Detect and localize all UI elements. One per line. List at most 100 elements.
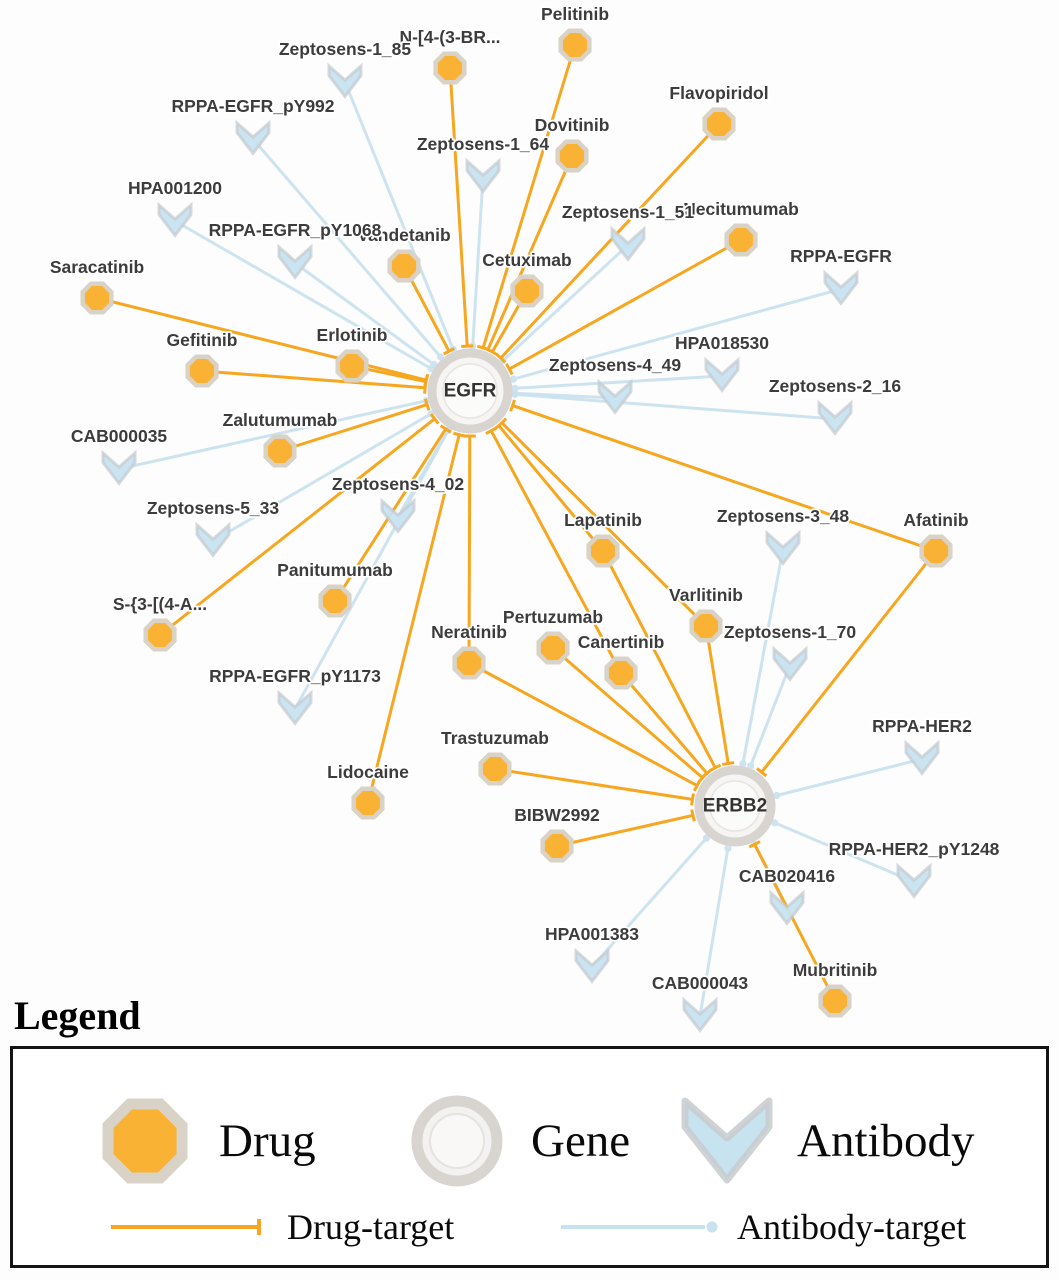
- antibody-node[interactable]: [817, 399, 853, 436]
- drug-target-edge: [96, 296, 430, 387]
- drug-target-edge: [201, 369, 428, 394]
- gene-label: EGFR: [444, 381, 497, 402]
- antibody-node[interactable]: [235, 119, 271, 156]
- drug-icon: [102, 1098, 188, 1184]
- antibody-node[interactable]: [610, 225, 646, 262]
- drug-target-edge: [279, 398, 431, 453]
- drug-node[interactable]: [689, 609, 723, 643]
- antibody-node[interactable]: [765, 529, 801, 566]
- antibody-node[interactable]: [195, 521, 231, 558]
- antibody-node[interactable]: [101, 449, 137, 486]
- drug-label: Dovitinib: [535, 115, 610, 135]
- antibody-node[interactable]: [682, 996, 718, 1033]
- antibody-label: CAB020416: [739, 866, 836, 886]
- drug-label: Varlitinib: [669, 585, 743, 605]
- drug-label: Lidocaine: [327, 762, 409, 782]
- antibody-label: Zeptosens-1_85: [279, 39, 412, 59]
- antibody-node[interactable]: [277, 689, 313, 726]
- antibody-target-edge: [118, 397, 430, 471]
- antibody-target-edge: [499, 243, 630, 365]
- drug-label: Trastuzumab: [441, 728, 549, 748]
- drug-target-edge: [463, 434, 476, 664]
- antibody-target-edge: [746, 664, 792, 770]
- drug-target-edge: [704, 625, 735, 766]
- legend-drug-label: Drug: [219, 1115, 316, 1167]
- drug-target-edge: [495, 122, 721, 364]
- drug-node[interactable]: [143, 618, 177, 652]
- drug-node[interactable]: [604, 656, 638, 690]
- drug-node[interactable]: [724, 223, 758, 257]
- drug-node[interactable]: [351, 786, 385, 820]
- antibody-node[interactable]: [823, 269, 859, 306]
- drug-node[interactable]: [433, 51, 467, 85]
- antibody-node[interactable]: [380, 497, 416, 534]
- legend-item-drug: Drug: [89, 1083, 316, 1199]
- drug-node[interactable]: [318, 584, 352, 618]
- drug-node[interactable]: [818, 984, 852, 1018]
- gene-icon: [411, 1095, 503, 1187]
- drug-label: Mubritinib: [793, 960, 878, 980]
- drug-node[interactable]: [536, 631, 570, 665]
- drug-node[interactable]: [510, 274, 544, 308]
- drug-node[interactable]: [478, 752, 512, 786]
- drug-target-edge: [509, 399, 937, 553]
- drug-target-edge: [601, 550, 722, 772]
- antibody-label: Zeptosens-1_64: [417, 134, 550, 154]
- gene-label: ERBB2: [703, 796, 767, 817]
- antibody-node[interactable]: [327, 62, 363, 99]
- drug-label: Lapatinib: [564, 510, 642, 530]
- antibody-target-edge: [773, 757, 923, 800]
- drug-label: Saracatinib: [50, 257, 144, 277]
- drug-target-edge: [468, 661, 702, 792]
- antibody-node[interactable]: [896, 862, 932, 899]
- drug-target-edge: [448, 67, 474, 348]
- antibody-node[interactable]: [465, 157, 501, 194]
- legend-item-antibody: Antibody: [675, 1083, 975, 1199]
- legend-gene-label: Gene: [531, 1115, 631, 1167]
- drug-node[interactable]: [387, 249, 421, 283]
- drug-node[interactable]: [452, 646, 486, 680]
- drug-node[interactable]: [702, 107, 736, 141]
- antibody-target-edge: [511, 389, 616, 400]
- drug-label: Vandetanib: [357, 225, 450, 245]
- antibody-target-edge: [174, 219, 435, 373]
- antibody-label: Zeptosens-3_48: [717, 506, 850, 526]
- antibody-node[interactable]: [904, 739, 940, 776]
- antibody-label: CAB000043: [652, 973, 749, 993]
- drug-node[interactable]: [558, 28, 592, 62]
- antibody-label: Zeptosens-2_16: [769, 376, 902, 396]
- legend-drug-target-label: Drug-target: [287, 1207, 455, 1247]
- antibody-node[interactable]: [277, 243, 313, 280]
- drug-node[interactable]: [335, 349, 369, 383]
- drug-node[interactable]: [555, 139, 589, 173]
- drug-target-edge-icon: [111, 1219, 261, 1235]
- drug-node[interactable]: [586, 534, 620, 568]
- drug-target-edge: [481, 155, 574, 354]
- antibody-node[interactable]: [574, 947, 610, 984]
- drug-label: Pertuzumab: [503, 607, 603, 627]
- drug-label: Neratinib: [431, 622, 507, 642]
- antibody-node[interactable]: [597, 378, 633, 415]
- antibody-label: Zeptosens-4_49: [549, 355, 682, 375]
- antibody-node[interactable]: [157, 201, 193, 238]
- drug-node[interactable]: [80, 281, 114, 315]
- antibody-target-edge-icon: [561, 1221, 718, 1233]
- drug-node[interactable]: [919, 534, 953, 568]
- antibody-target-edge: [511, 374, 723, 392]
- drug-target-edge: [552, 646, 708, 784]
- antibody-node[interactable]: [772, 645, 808, 682]
- antibody-label: Zeptosens-4_02: [332, 474, 465, 494]
- drug-node[interactable]: [263, 434, 297, 468]
- antibody-node[interactable]: [769, 889, 805, 926]
- antibody-target-edge: [739, 548, 785, 768]
- drug-target-edge: [493, 420, 605, 552]
- drug-node[interactable]: [540, 829, 574, 863]
- antibody-target-edge: [511, 390, 836, 421]
- antibody-label: Zeptosens-1_70: [724, 622, 857, 642]
- drug-target-edge: [494, 767, 695, 806]
- legend-item-antibody-target: Antibody-target: [559, 1207, 966, 1247]
- drug-node[interactable]: [185, 354, 219, 388]
- antibody-node[interactable]: [704, 356, 740, 393]
- antibody-label: RPPA-EGFR: [790, 246, 892, 266]
